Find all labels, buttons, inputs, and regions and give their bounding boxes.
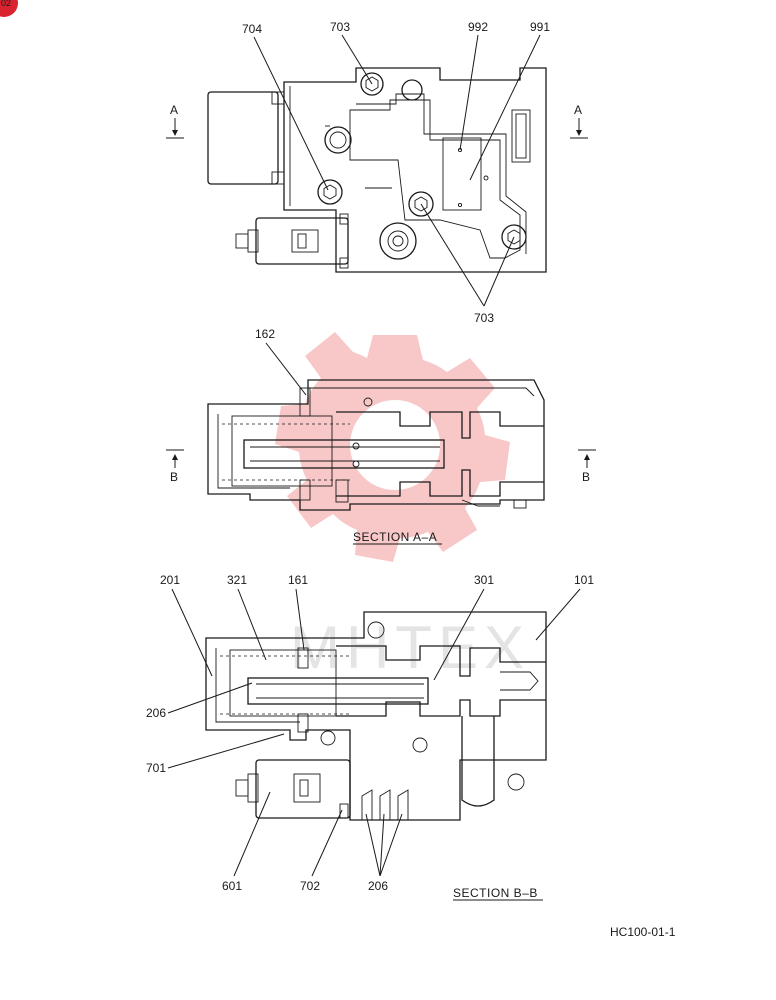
svg-text:B: B	[170, 470, 178, 484]
section-aa-title: SECTION A–A	[353, 530, 437, 544]
bolt-703-top-icon	[360, 72, 384, 96]
label-992: 992	[468, 20, 488, 34]
bolt-703-mid-icon	[408, 191, 434, 217]
cut-mark-b-right: B	[578, 449, 596, 484]
cut-mark-b-left: B	[166, 449, 184, 484]
label-162: 162	[255, 327, 275, 341]
top-view	[207, 67, 547, 273]
label-206-left: 206	[146, 706, 166, 720]
label-704: 704	[242, 22, 262, 36]
bolt-704-icon	[317, 179, 343, 205]
label-321: 321	[227, 573, 247, 587]
label-703-top: 703	[330, 20, 350, 34]
section-bb-title: SECTION B–B	[453, 886, 538, 900]
section-bb-view	[205, 611, 547, 821]
svg-text:B: B	[582, 470, 590, 484]
corner-badge: 02	[0, 0, 18, 17]
label-301: 301	[474, 573, 494, 587]
drawing-code: HC100-01-1	[610, 925, 676, 939]
section-aa-view	[207, 379, 545, 511]
label-701: 701	[146, 761, 166, 775]
label-161: 161	[288, 573, 308, 587]
svg-text:A: A	[574, 103, 582, 117]
bolt-703-right-icon	[501, 224, 527, 250]
label-206-bottom: 206	[368, 879, 388, 893]
label-601: 601	[222, 879, 242, 893]
cut-mark-a-left: A	[166, 103, 184, 139]
label-991: 991	[530, 20, 550, 34]
svg-text:A: A	[170, 103, 178, 117]
label-101: 101	[574, 573, 594, 587]
label-703-bottom: 703	[474, 311, 494, 325]
label-201: 201	[160, 573, 180, 587]
label-702: 702	[300, 879, 320, 893]
corner-badge-text: 02	[1, 0, 11, 8]
cut-mark-a-right: A	[570, 103, 588, 139]
